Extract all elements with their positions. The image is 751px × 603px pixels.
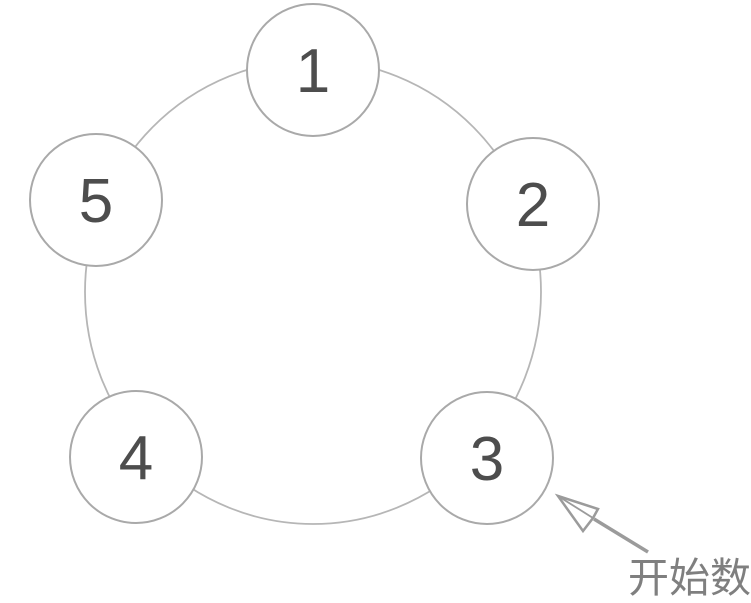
node-4-circle	[69, 390, 203, 524]
arrow-shaft	[593, 517, 649, 554]
node-1: 1	[246, 3, 380, 137]
arrow-head-icon	[554, 493, 600, 534]
node-4: 4	[69, 390, 203, 524]
node-2-label: 2	[516, 171, 550, 240]
node-5-circle	[29, 133, 163, 267]
node-4-label: 4	[119, 424, 153, 493]
node-2-circle	[466, 137, 600, 271]
node-3: 3	[420, 391, 554, 525]
start-arrow	[554, 493, 649, 554]
node-3-label: 3	[470, 425, 504, 494]
node-1-label: 1	[296, 37, 330, 106]
node-5-label: 5	[79, 167, 113, 236]
node-3-circle	[420, 391, 554, 525]
arrow-head-crease	[557, 495, 594, 519]
node-2: 2	[466, 137, 600, 271]
node-5: 5	[29, 133, 163, 267]
node-1-circle	[246, 3, 380, 137]
start-label: 开始数	[628, 555, 751, 601]
